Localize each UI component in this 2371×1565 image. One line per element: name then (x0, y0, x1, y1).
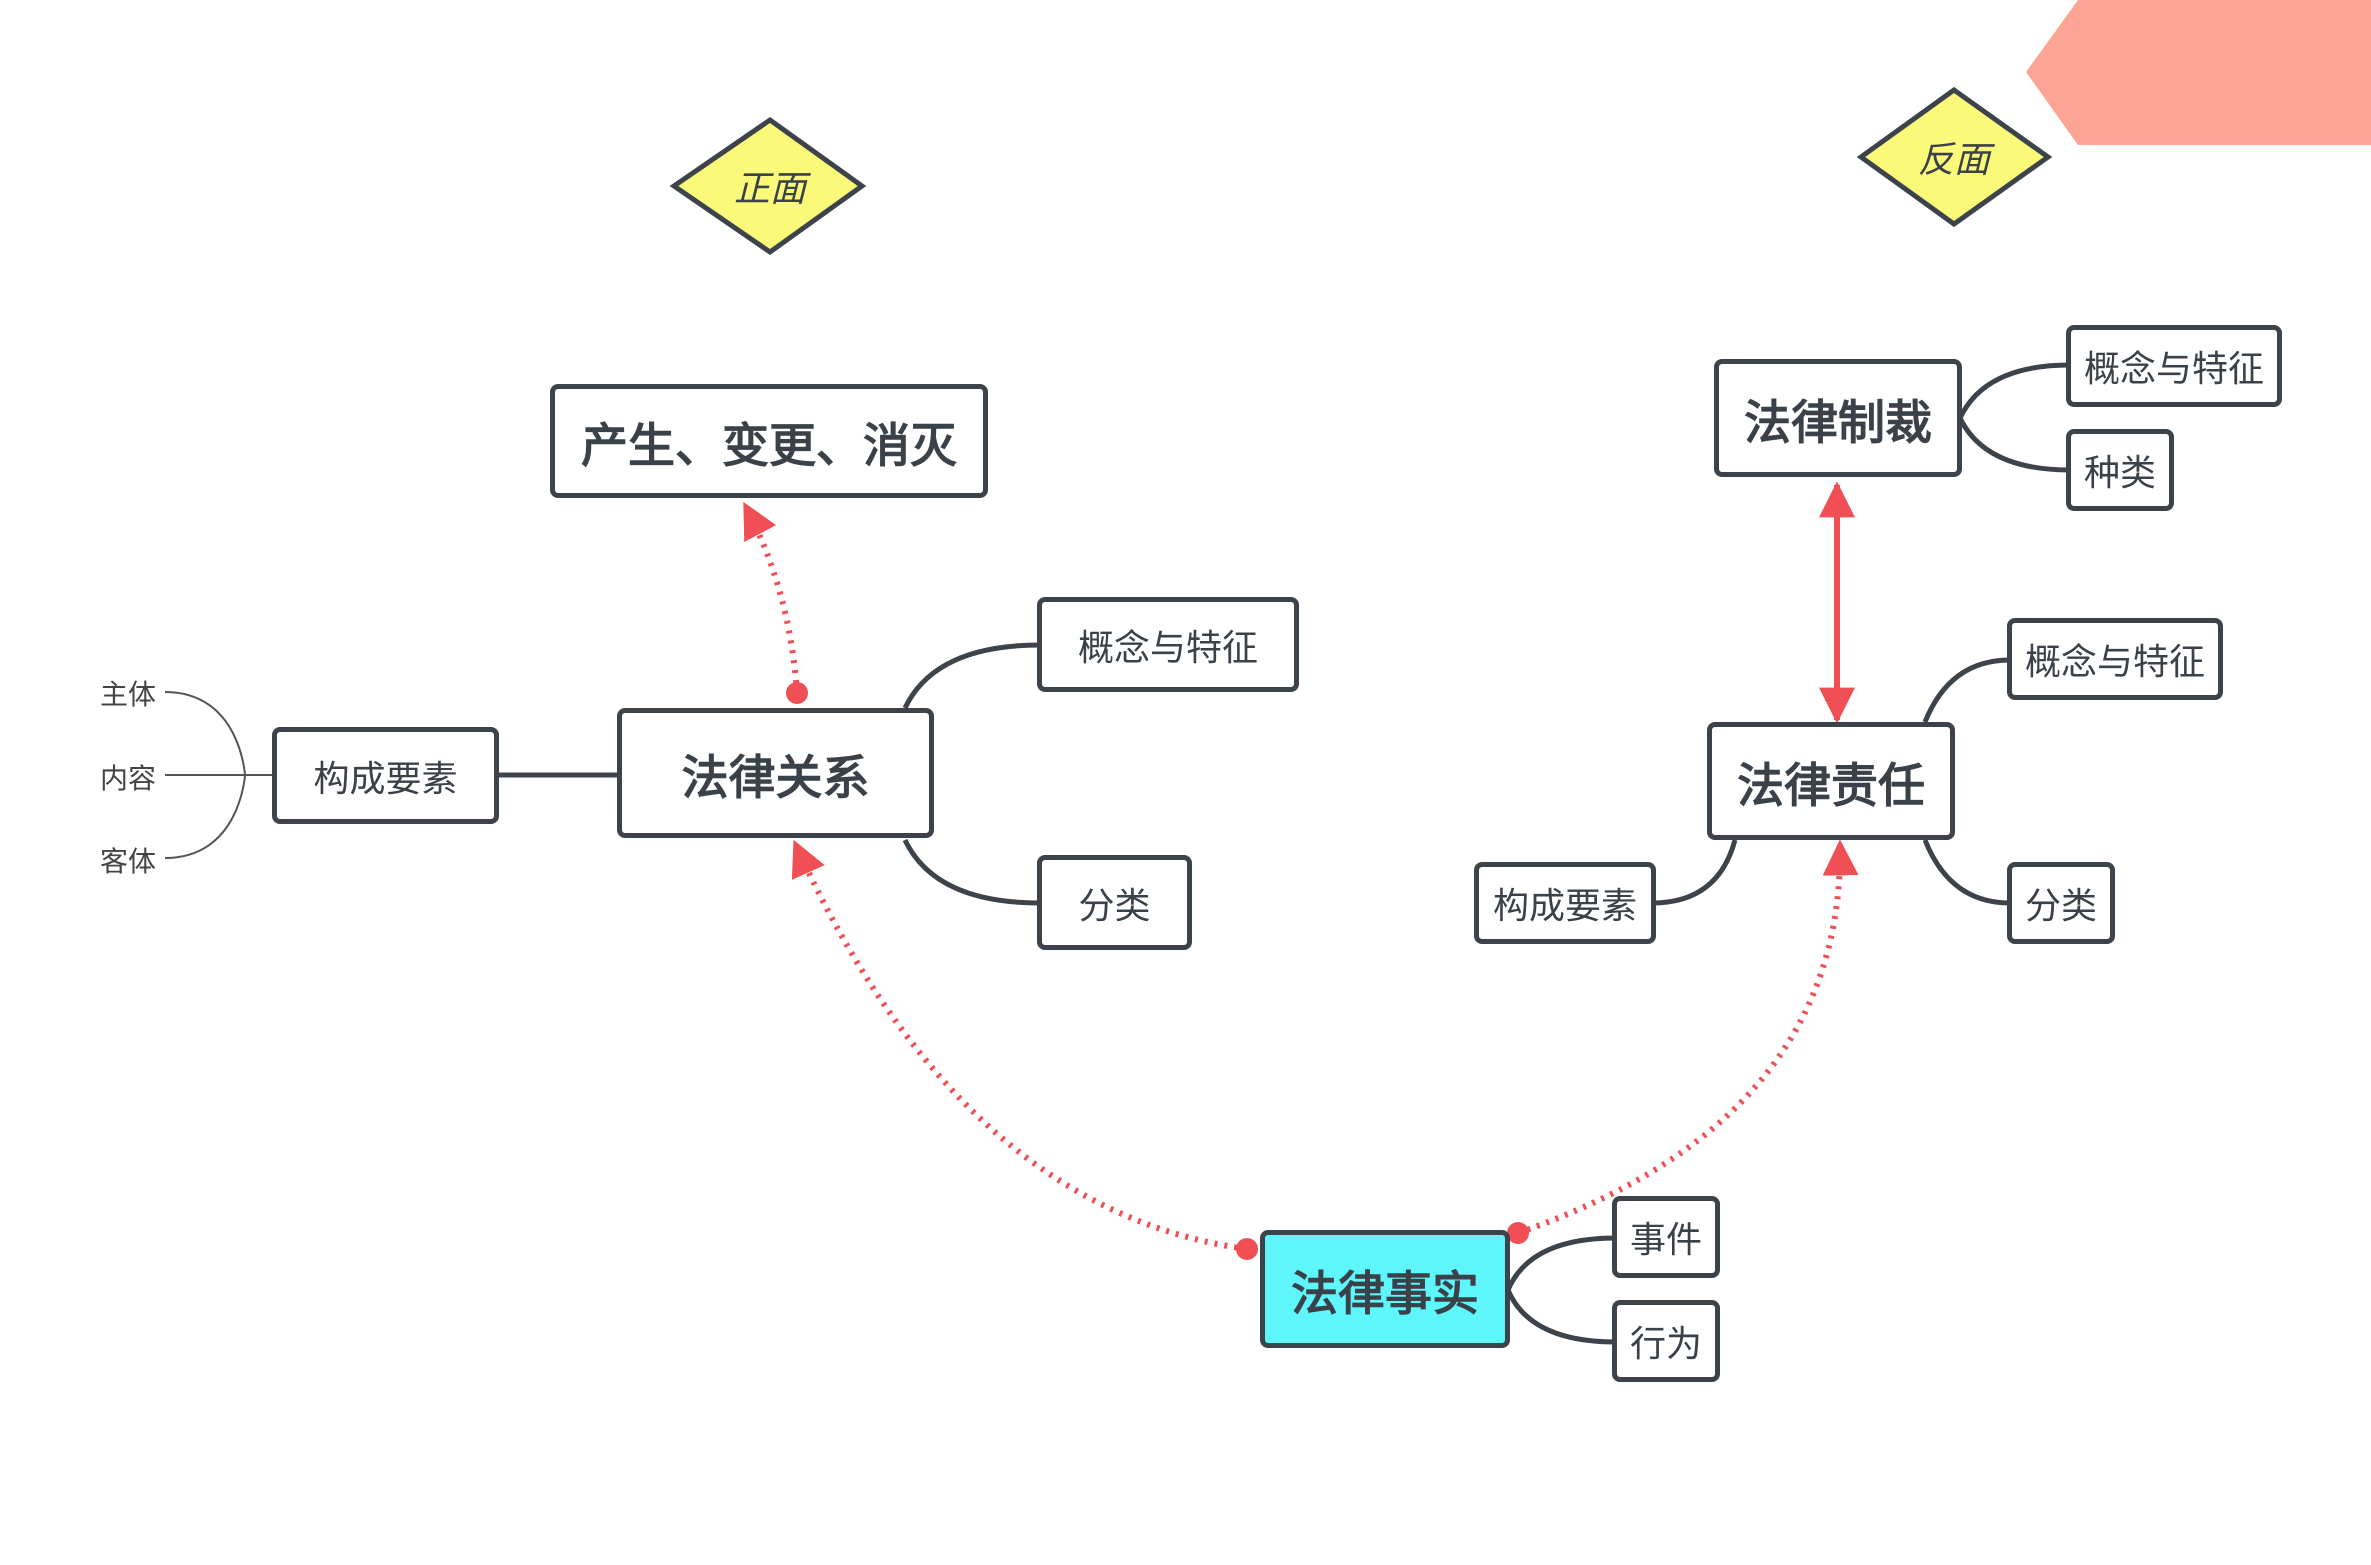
legal-relation-node[interactable]: 法律关系 (617, 708, 934, 838)
fact-act-node[interactable]: 行为 (1612, 1300, 1720, 1382)
liability-category-node[interactable]: 分类 (2007, 862, 2115, 944)
right-branch-lines (1651, 362, 2071, 906)
element-subject: 主体 (100, 678, 157, 711)
legal-sanction-node[interactable]: 法律制裁 (1714, 359, 1962, 477)
relation-lines (742, 481, 1859, 1252)
element-object: 客体 (100, 845, 157, 878)
legal-liability-node[interactable]: 法律责任 (1707, 722, 1955, 840)
bottom-branch-lines (1505, 1235, 1617, 1345)
corner-accent-shape (2026, 0, 2371, 145)
relation-line-fact-relation (791, 839, 1248, 1252)
front-label: 正面 (733, 169, 807, 210)
liability-elements-node[interactable]: 构成要素 (1474, 862, 1656, 944)
fact-event-node[interactable]: 事件 (1612, 1196, 1720, 1278)
front-diamond-shape (669, 116, 867, 256)
relation-concept-node[interactable]: 概念与特征 (1037, 597, 1299, 692)
legal-fact-node[interactable]: 法律事实 (1260, 1230, 1510, 1348)
element-content: 内容 (100, 762, 157, 795)
liability-concept-node[interactable]: 概念与特征 (2007, 618, 2223, 700)
relation-line-origin (742, 501, 800, 694)
element-bracket-lines (164, 691, 272, 859)
back-label: 反面 (1917, 140, 1991, 181)
left-branch-lines (497, 642, 1041, 906)
relation-category-node[interactable]: 分类 (1037, 855, 1192, 950)
back-diamond-shape (1856, 86, 2053, 228)
relation-line-fact-liability (1517, 839, 1859, 1236)
sanction-concept-node[interactable]: 概念与特征 (2066, 325, 2282, 407)
relation-elements-node[interactable]: 构成要素 (272, 727, 499, 824)
sanction-kind-node[interactable]: 种类 (2066, 429, 2174, 511)
relation-dots (786, 682, 1529, 1260)
origin-node[interactable]: 产生、变更、消灭 (550, 384, 988, 498)
